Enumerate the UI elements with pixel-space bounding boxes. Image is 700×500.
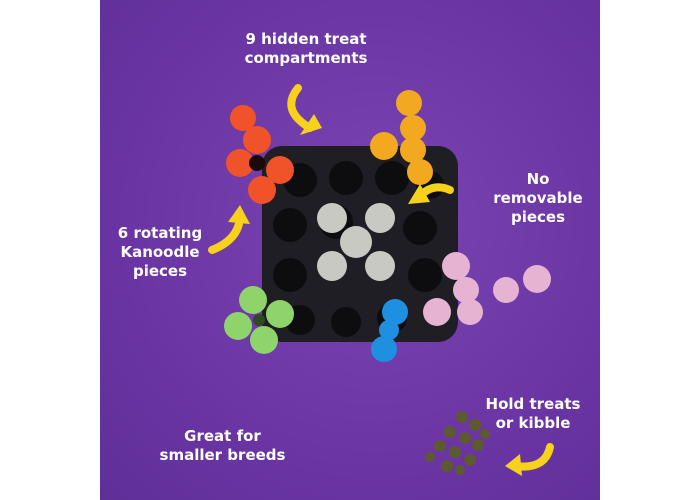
callout-line: Kanoodle bbox=[120, 243, 200, 261]
green-piece bbox=[224, 286, 294, 354]
callout-line: No bbox=[526, 170, 550, 188]
product-photo: 9 hidden treat compartments 6 rotating K… bbox=[100, 0, 600, 500]
callout-line: Great for bbox=[184, 427, 261, 445]
puzzle-toy-illustration bbox=[208, 84, 554, 476]
arrow-icon bbox=[287, 84, 314, 132]
orange-piece bbox=[370, 90, 433, 185]
callout-smaller-breeds: Great for smaller breeds bbox=[150, 427, 295, 465]
callout-line: removable bbox=[493, 189, 583, 207]
callout-rotating: 6 rotating Kanoodle pieces bbox=[105, 224, 215, 281]
gray-piece bbox=[317, 203, 395, 281]
kibble-pile bbox=[425, 411, 490, 475]
callout-hold-treats: Hold treats or kibble bbox=[478, 395, 588, 433]
callout-compartments: 9 hidden treat compartments bbox=[196, 30, 416, 68]
blue-piece bbox=[371, 299, 408, 362]
callout-line: compartments bbox=[244, 49, 368, 67]
callout-line: 9 hidden treat bbox=[245, 30, 367, 48]
callout-line: pieces bbox=[510, 208, 566, 226]
callout-line: 6 rotating bbox=[117, 224, 203, 242]
pink-piece bbox=[423, 252, 551, 326]
red-piece bbox=[226, 105, 294, 204]
callout-no-removable: No removable pieces bbox=[483, 170, 593, 227]
callout-line: pieces bbox=[132, 262, 188, 280]
callout-line: smaller breeds bbox=[159, 446, 286, 464]
arrow-icon bbox=[208, 214, 244, 254]
callout-line: or kibble bbox=[495, 414, 571, 432]
callout-line: Hold treats bbox=[485, 395, 581, 413]
